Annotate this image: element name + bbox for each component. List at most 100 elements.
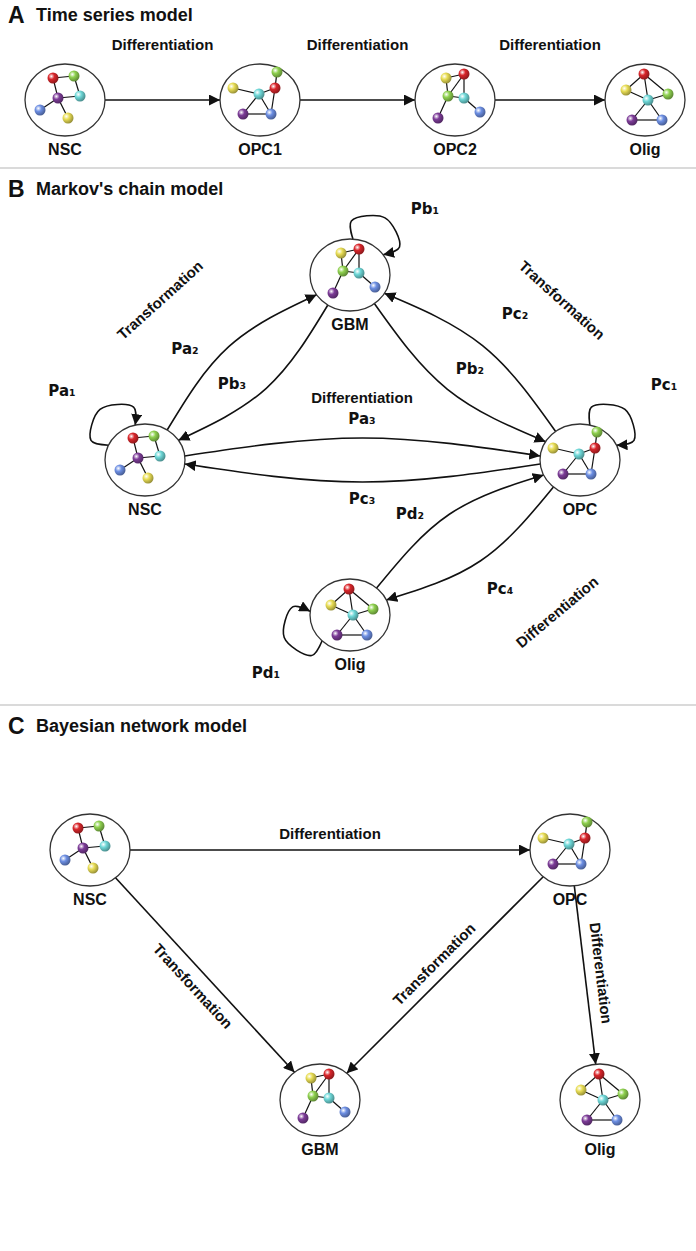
gene-ball — [324, 1069, 335, 1080]
panel-title: Markov's chain model — [36, 179, 223, 200]
gene-ball — [53, 93, 64, 104]
process-label: Differentiation — [497, 36, 603, 53]
process-label: Differentiation — [311, 389, 413, 406]
cell-name: OPC2 — [410, 141, 500, 159]
cell-circle — [600, 62, 690, 138]
cell-outline — [560, 1064, 640, 1136]
gene-ball — [582, 817, 593, 828]
cell-outline — [280, 1064, 360, 1136]
gene-ball — [582, 1115, 593, 1126]
panel-divider — [0, 167, 696, 168]
gene-ball — [143, 473, 154, 484]
cell-name: NSC — [45, 891, 135, 909]
gene-ball — [133, 453, 144, 464]
transition-arrow — [185, 464, 541, 482]
gene-ball — [78, 843, 89, 854]
gene-ball — [627, 115, 638, 126]
cell-state-node: OPC2 — [410, 62, 500, 159]
cell-outline — [220, 64, 300, 136]
gene-ball — [354, 268, 365, 279]
cell-state-node: Olig — [305, 577, 395, 674]
transition-arrow — [384, 293, 555, 431]
gene-ball — [574, 449, 585, 460]
cell-state-node: OPC — [525, 812, 615, 909]
gene-ball — [370, 282, 381, 293]
gene-ball — [643, 95, 654, 106]
transition-arrow — [347, 877, 543, 1073]
panel-title: Time series model — [36, 5, 193, 26]
transition-probability: Pb₂ — [454, 361, 486, 378]
process-label: Transformation — [149, 938, 238, 1033]
cell-state-node: OPC1 — [215, 62, 305, 159]
cell-circle — [275, 1062, 365, 1138]
process-label: Transformation — [388, 918, 480, 1010]
gene-ball — [270, 83, 281, 94]
cell-circle — [535, 422, 625, 498]
cell-state-node: GBM — [275, 1062, 365, 1159]
gene-ball — [433, 113, 444, 124]
cell-name: Olig — [555, 1141, 645, 1159]
gene-ball — [548, 443, 559, 454]
gene-ball — [298, 1113, 309, 1124]
gene-ball — [254, 89, 265, 100]
transition-probability: Pc₂ — [500, 306, 530, 323]
transition-arrow — [105, 99, 220, 101]
cell-state-node: OPC — [535, 422, 625, 519]
transition-arrow — [130, 849, 530, 851]
transition-probability: Pa₃ — [346, 411, 377, 428]
cell-name: Olig — [600, 141, 690, 159]
panel-title: Bayesian network model — [36, 716, 247, 737]
gene-ball — [115, 465, 126, 476]
cell-circle — [20, 62, 110, 138]
gene-ball — [368, 604, 379, 615]
gene-ball — [576, 859, 587, 870]
gene-ball — [266, 109, 277, 120]
transition-arrow — [300, 99, 415, 101]
cell-state-node: Olig — [600, 62, 690, 159]
cell-name: GBM — [275, 1141, 365, 1159]
cell-outline — [25, 64, 105, 136]
gene-ball — [348, 610, 359, 621]
cell-circle — [215, 62, 305, 138]
gene-ball — [155, 451, 166, 462]
gene-ball — [639, 69, 650, 80]
gene-ball — [308, 1091, 319, 1102]
transition-arrow — [374, 304, 545, 442]
gene-ball — [272, 67, 283, 78]
cell-state-node: NSC — [100, 422, 190, 519]
gene-ball — [100, 841, 111, 852]
gene-ball — [592, 427, 603, 438]
gene-ball — [621, 85, 632, 96]
panel-letter: A — [8, 2, 25, 28]
gene-ball — [73, 823, 84, 834]
cell-circle — [555, 1062, 645, 1138]
gene-ball — [663, 89, 674, 100]
gene-ball — [228, 83, 239, 94]
gene-ball — [324, 1093, 335, 1104]
transition-arrow — [495, 99, 605, 101]
gene-ball — [657, 115, 668, 126]
gene-ball — [332, 630, 343, 641]
transition-arrow — [167, 295, 316, 430]
gene-ball — [564, 839, 575, 850]
transition-arrow — [386, 487, 553, 600]
cell-outline — [50, 814, 130, 886]
gene-ball — [63, 113, 74, 124]
panel-divider — [0, 704, 696, 705]
cell-outline — [105, 424, 185, 496]
gene-ball — [362, 630, 373, 641]
gene-ball — [48, 73, 59, 84]
gene-ball — [128, 433, 139, 444]
cell-name: NSC — [20, 141, 110, 159]
process-label: Transformation — [516, 257, 609, 343]
gene-ball — [326, 600, 337, 611]
gene-ball — [612, 1115, 623, 1126]
cell-state-node: Olig — [555, 1062, 645, 1159]
cell-circle — [305, 237, 395, 313]
transition-probability: Pc₁ — [649, 377, 679, 394]
process-label: Differentiation — [277, 825, 383, 842]
cell-outline — [310, 579, 390, 651]
cell-state-node: NSC — [45, 812, 135, 909]
cell-circle — [305, 577, 395, 653]
transition-arrow — [377, 475, 544, 588]
